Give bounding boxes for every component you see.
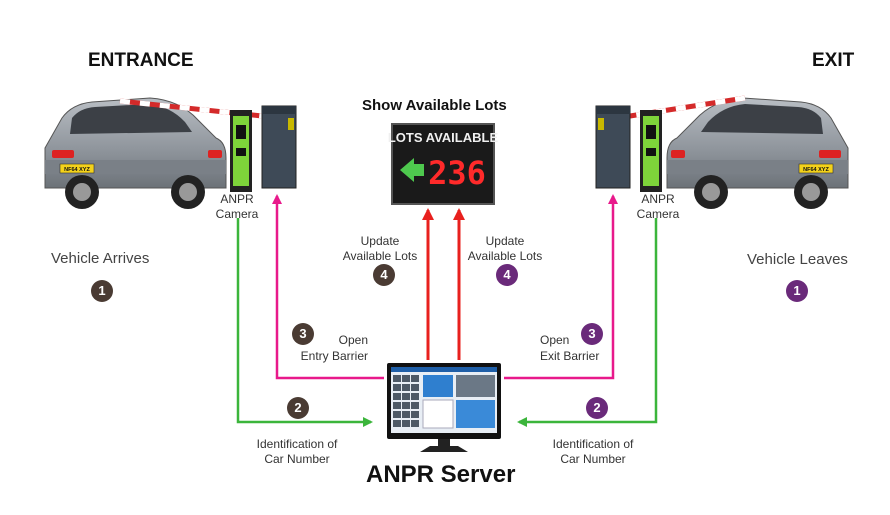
exit-open-barrier-arrow <box>504 194 618 380</box>
exit-identification-label: Identification of Car Number <box>552 437 634 466</box>
exit-step-3-badge: 3 <box>581 323 603 345</box>
exit-camera <box>640 110 662 192</box>
entrance-barrier-box <box>261 105 297 189</box>
exit-step-1-badge: 1 <box>786 280 808 302</box>
server-heading: ANPR Server <box>366 461 516 488</box>
entrance-camera <box>230 110 252 192</box>
exit-update-label: Update Available Lots <box>467 234 543 263</box>
anpr-server-monitor <box>387 363 501 452</box>
exit-identification-arrow <box>517 218 658 427</box>
entrance-heading: ENTRANCE <box>88 50 194 71</box>
exit-step-4-badge: 4 <box>496 264 518 286</box>
entrance-step-1-badge: 1 <box>91 280 113 302</box>
entrance-identification-label: Identification of Car Number <box>256 437 338 466</box>
exit-car: NF64 XYZ <box>666 97 849 209</box>
sign-count: 236 <box>428 154 486 192</box>
sign-title: LOTS AVAILABLE <box>388 130 499 145</box>
entrance-step-3-badge: 3 <box>292 323 314 345</box>
entrance-car: NF64 XYZ <box>44 97 227 209</box>
entrance-identification-arrow <box>236 218 373 427</box>
exit-step-2-badge: 2 <box>586 397 608 419</box>
exit-camera-label: ANPR Camera <box>636 192 680 221</box>
show-lots-heading: Show Available Lots <box>362 97 507 114</box>
open-entry-barrier-label: Open Entry Barrier <box>300 333 368 363</box>
entrance-update-label: Update Available Lots <box>342 234 418 263</box>
open-exit-barrier-label: Open Exit Barrier <box>540 333 600 363</box>
lots-available-sign: LOTS AVAILABLE 236 <box>388 123 499 205</box>
sign-arrow-icon <box>400 158 424 182</box>
vehicle-arrives-label: Vehicle Arrives <box>51 250 150 267</box>
exit-barrier-box <box>595 105 631 189</box>
entrance-camera-label: ANPR Camera <box>215 192 259 221</box>
vehicle-leaves-label: Vehicle Leaves <box>747 251 848 268</box>
entrance-step-2-badge: 2 <box>287 397 309 419</box>
entrance-step-4-badge: 4 <box>373 264 395 286</box>
entrance-open-barrier-arrow <box>272 194 384 380</box>
exit-heading: EXIT <box>812 50 855 71</box>
entrance-plate: NF64 XYZ <box>64 167 90 173</box>
exit-plate: NF64 XYZ <box>803 167 829 173</box>
